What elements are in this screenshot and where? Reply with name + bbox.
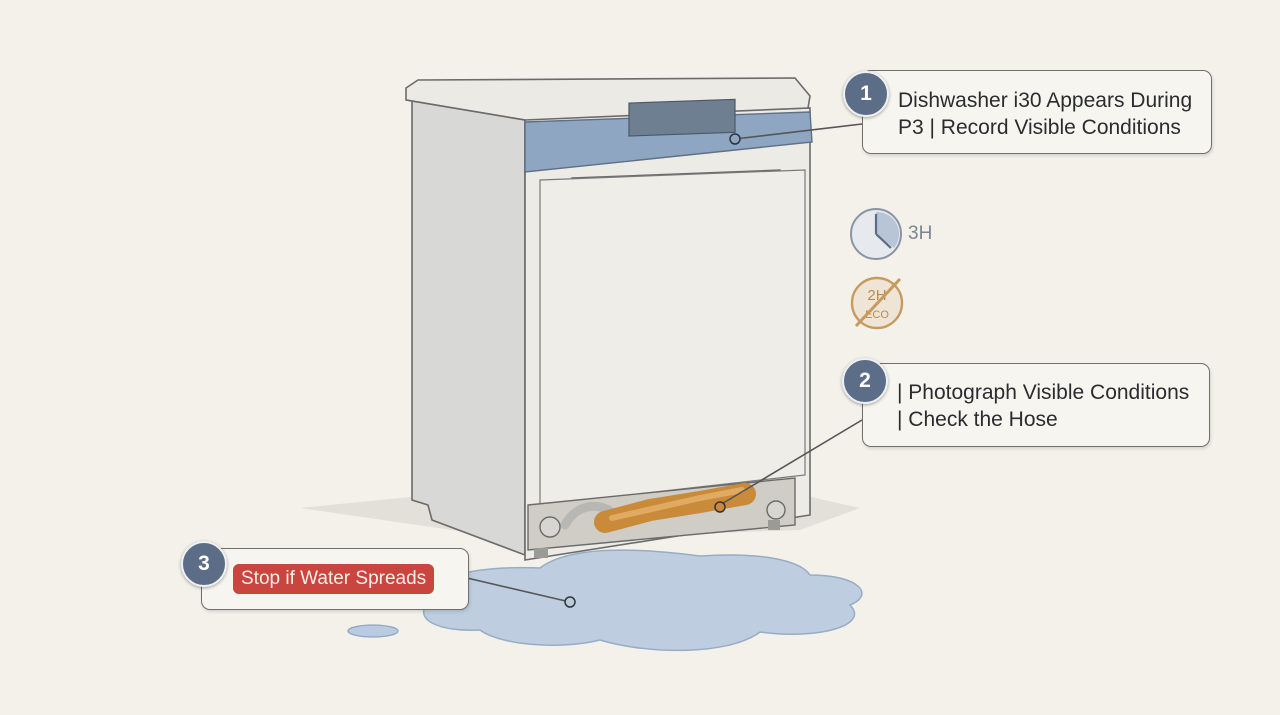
callout-2-text: | Photograph Visible Conditions | Check … [897,379,1189,433]
foot-left [534,548,548,558]
leader-line-2 [719,419,863,506]
leader-dot-3 [564,596,576,608]
callout-2-line-1: | Photograph Visible Conditions [897,381,1190,404]
stop-warning-label: Stop if Water Spreads [233,564,435,594]
water-droplet [347,624,399,638]
callout-1-line-1: Dishwasher i30 Appears During [898,89,1193,112]
timer-label: 3H [908,223,933,244]
valve-fitting [766,500,786,520]
step-badge-1: 1 [843,71,889,117]
callout-water: Stop if Water Spreads [201,548,469,610]
step-badge-2: 2 [842,358,888,404]
step-badge-3: 3 [181,541,227,587]
callout-hose: | Photograph Visible Conditions | Check … [862,363,1210,447]
leader-line-1 [734,123,863,140]
callout-control-panel: Dishwasher i30 Appears During P3 | Recor… [862,70,1212,154]
crossed-out-2h-eco-icon: 2H ECO [850,276,904,330]
control-panel-display [628,98,736,137]
clock-icon [850,208,902,260]
countertop-edge [405,99,526,121]
water-puddle [423,549,863,652]
inlet-hose-highlight [609,487,745,521]
drain-fitting [539,516,561,538]
callout-1-line-2: P3 | Record Visible Conditions [898,116,1181,139]
leader-dot-1 [729,133,741,145]
dishwasher-side-panel [411,99,526,557]
foot-right [768,520,780,530]
callout-2-line-2: | Check the Hose [897,408,1058,431]
callout-1-text: Dishwasher i30 Appears During P3 | Recor… [898,87,1192,141]
door-panel [539,169,806,506]
leader-dot-2 [714,501,726,513]
leader-line-3 [466,577,571,603]
